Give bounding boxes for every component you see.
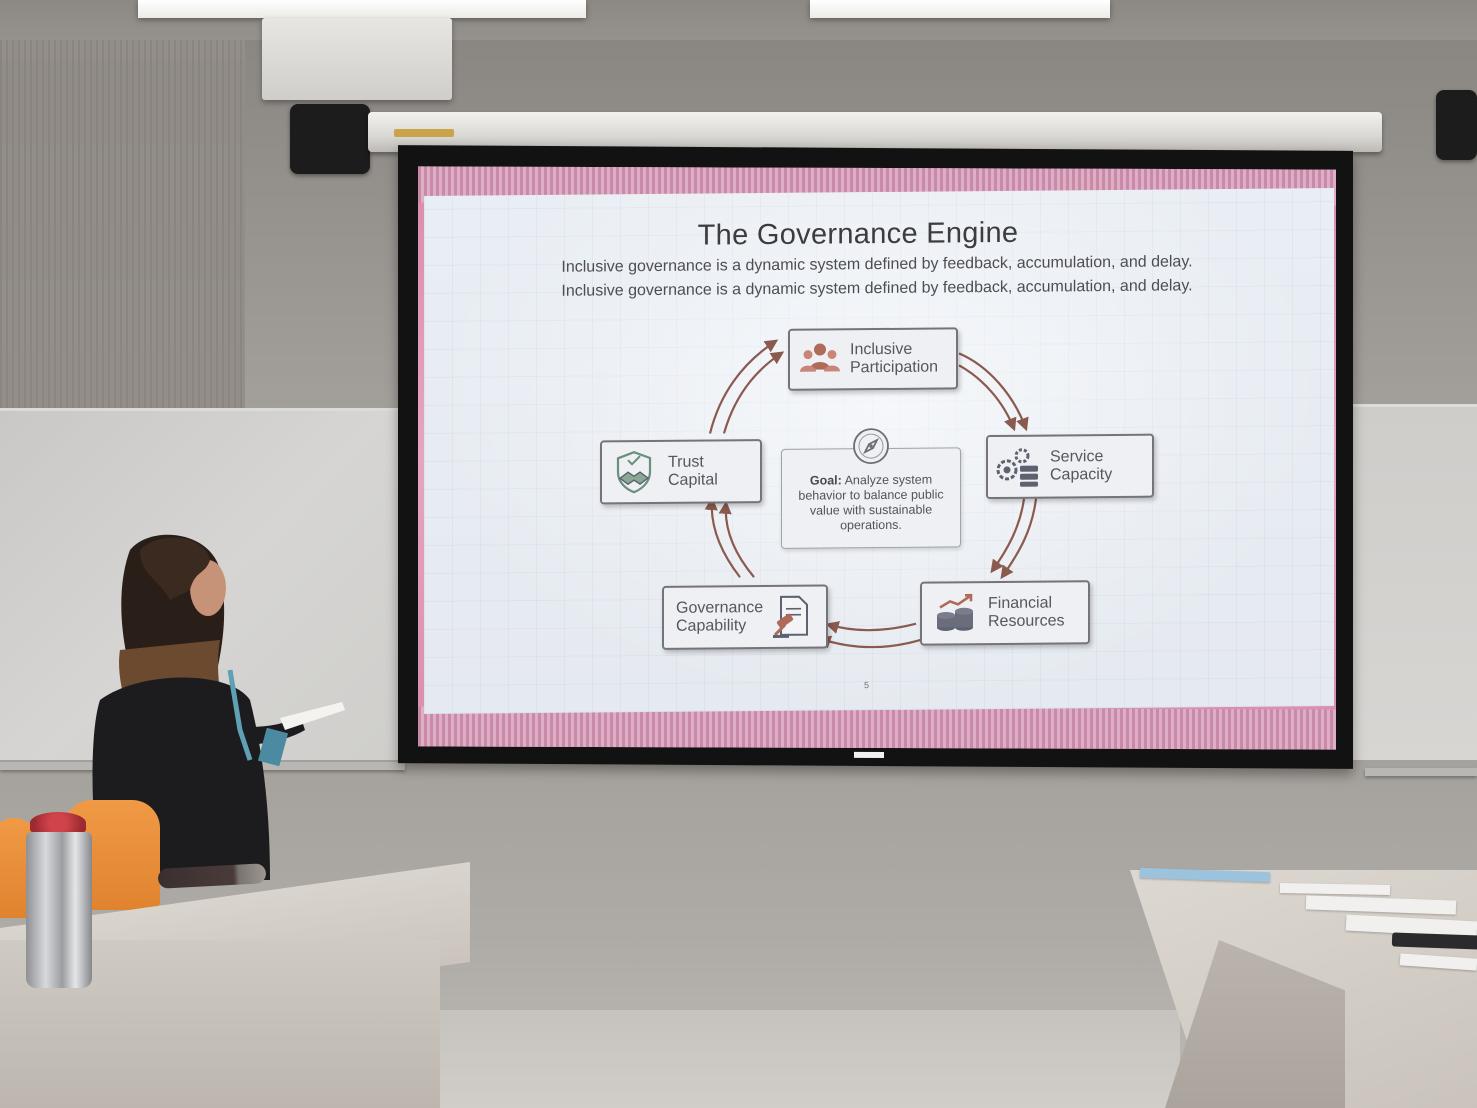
presentation-slide: The Governance Engine Inclusive governan…: [424, 188, 1334, 714]
node-label-trust-capital: Trust Capital: [668, 453, 718, 489]
node-financial-resources: Financial Resources: [920, 580, 1090, 645]
projector-housing: [262, 18, 452, 100]
speaker-left: [290, 104, 370, 174]
gears-server-icon: [994, 446, 1042, 488]
node-label-service-capacity: Service Capacity: [1050, 448, 1112, 485]
goal-label: Goal:: [810, 473, 842, 487]
slide-subtitle-1: Inclusive governance is a dynamic system…: [424, 252, 1330, 278]
tumbler-cup: [26, 832, 92, 988]
marker-tray-right: [1365, 768, 1477, 776]
node-governance-capability: Governance Capability: [662, 584, 828, 649]
screen-brand-tag: [394, 129, 454, 137]
floor: [430, 1010, 1180, 1108]
tumbler-lid: [30, 812, 86, 834]
concrete-wall-panel: [0, 40, 245, 410]
coins-chart-icon: [934, 593, 978, 633]
node-label-inclusive-participation: Inclusive Participation: [850, 341, 938, 378]
ceiling-light-right: [810, 0, 1110, 18]
people-group-icon: [798, 339, 842, 379]
screen-logo: [854, 752, 884, 758]
document-gavel-icon: [771, 595, 811, 639]
whiteboard-right: [1345, 404, 1477, 773]
slide-subtitle-2: Inclusive governance is a dynamic system…: [424, 276, 1330, 302]
slide-title: The Governance Engine: [424, 214, 1292, 255]
node-trust-capital: Trust Capital: [600, 439, 762, 504]
projection-band-bottom: [418, 706, 1336, 749]
compass-icon: [852, 427, 890, 465]
speaker-right: [1436, 90, 1477, 160]
slide-page-number: 5: [864, 680, 869, 690]
node-service-capacity: Service Capacity: [986, 434, 1154, 499]
ceiling-light-left: [138, 0, 586, 18]
paper-sheet-1: [1280, 883, 1390, 895]
node-inclusive-participation: Inclusive Participation: [788, 327, 958, 390]
node-label-governance-capability: Governance Capability: [676, 599, 763, 636]
node-label-financial-resources: Financial Resources: [988, 594, 1064, 631]
shield-handshake-icon: [612, 450, 656, 494]
